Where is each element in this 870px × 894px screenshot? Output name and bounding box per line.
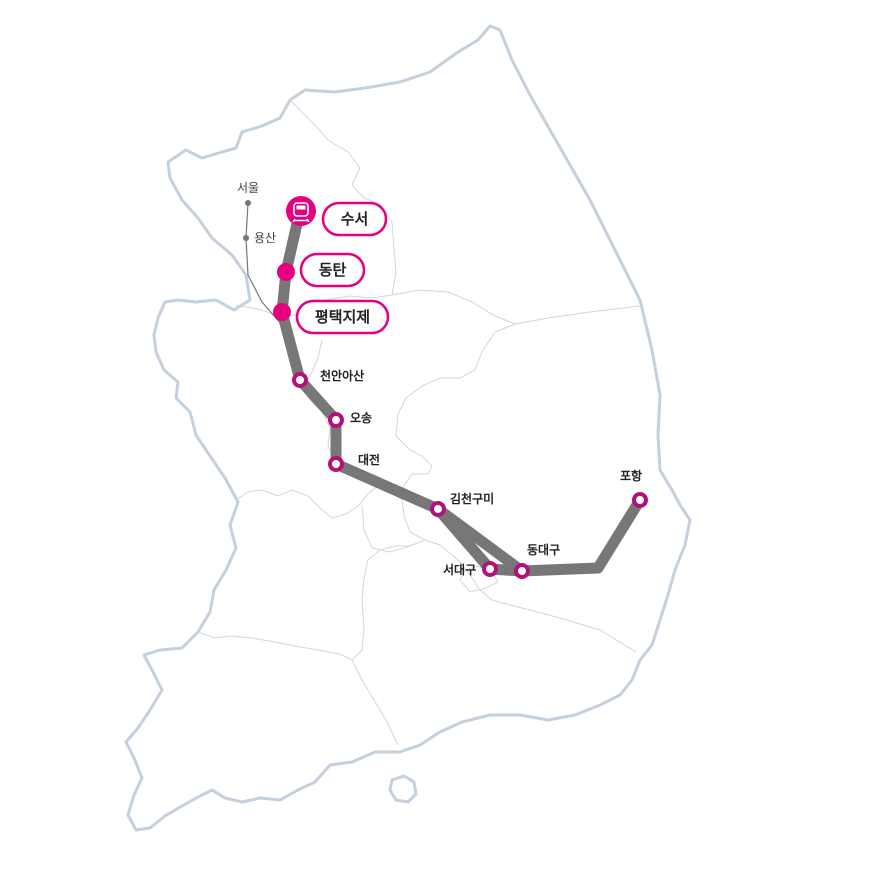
- peninsula-outline: [124, 24, 692, 832]
- train-icon: [292, 202, 310, 223]
- ktx-seoul-line: 서울 용산: [237, 181, 284, 327]
- station-label-yongsan: 용산: [254, 231, 276, 245]
- station-dot-cheonan[interactable]: [292, 372, 308, 388]
- station-label-dongdaegu: 동대구: [527, 543, 560, 557]
- station-dot-pohang[interactable]: [632, 492, 648, 508]
- station-label-gimcheon: 김천구미: [450, 491, 494, 506]
- seoul-line-path: [245, 202, 284, 327]
- station-label-seodaegu: 서대구: [443, 562, 476, 577]
- station-marker-pyeongtaek[interactable]: [273, 303, 291, 321]
- station-label-dongtan: 동탄: [319, 261, 347, 279]
- station-badge-pyeongtaek[interactable]: [295, 299, 390, 335]
- island-outline: [388, 774, 418, 804]
- station-marker-suseo[interactable]: [286, 196, 316, 226]
- station-badge-dongtan[interactable]: [299, 252, 366, 288]
- station-dot-daejeon[interactable]: [328, 456, 344, 472]
- station-label-daejeon: 대전: [358, 452, 380, 467]
- station-label-pyeongtaek: 평택지제: [315, 308, 370, 326]
- station-label-osong: 오송: [350, 411, 372, 425]
- srt-route-line: [276, 209, 646, 577]
- station-dot-seoul[interactable]: [245, 200, 251, 206]
- station-label-pohang: 포항: [620, 468, 642, 483]
- station-label-cheonan: 천안아산: [320, 368, 364, 383]
- station-dot-yongsan[interactable]: [243, 235, 249, 241]
- station-dot-osong[interactable]: [328, 412, 344, 428]
- station-dot-dongdaegu[interactable]: [514, 563, 530, 579]
- station-dot-seodaegu[interactable]: [482, 561, 498, 577]
- station-dot-gimcheon[interactable]: [430, 501, 446, 517]
- srt-highlight-stations: 수서 동탄 평택지제: [273, 196, 390, 335]
- province-borders: [197, 99, 641, 746]
- station-marker-dongtan[interactable]: [277, 263, 295, 281]
- srt-stations: 천안아산 오송 대전 김천구미 서대구 동대구 포항: [292, 368, 648, 579]
- station-label-suseo: 수서: [341, 210, 369, 228]
- station-label-seoul: 서울: [237, 181, 259, 195]
- station-badge-suseo[interactable]: [321, 201, 388, 237]
